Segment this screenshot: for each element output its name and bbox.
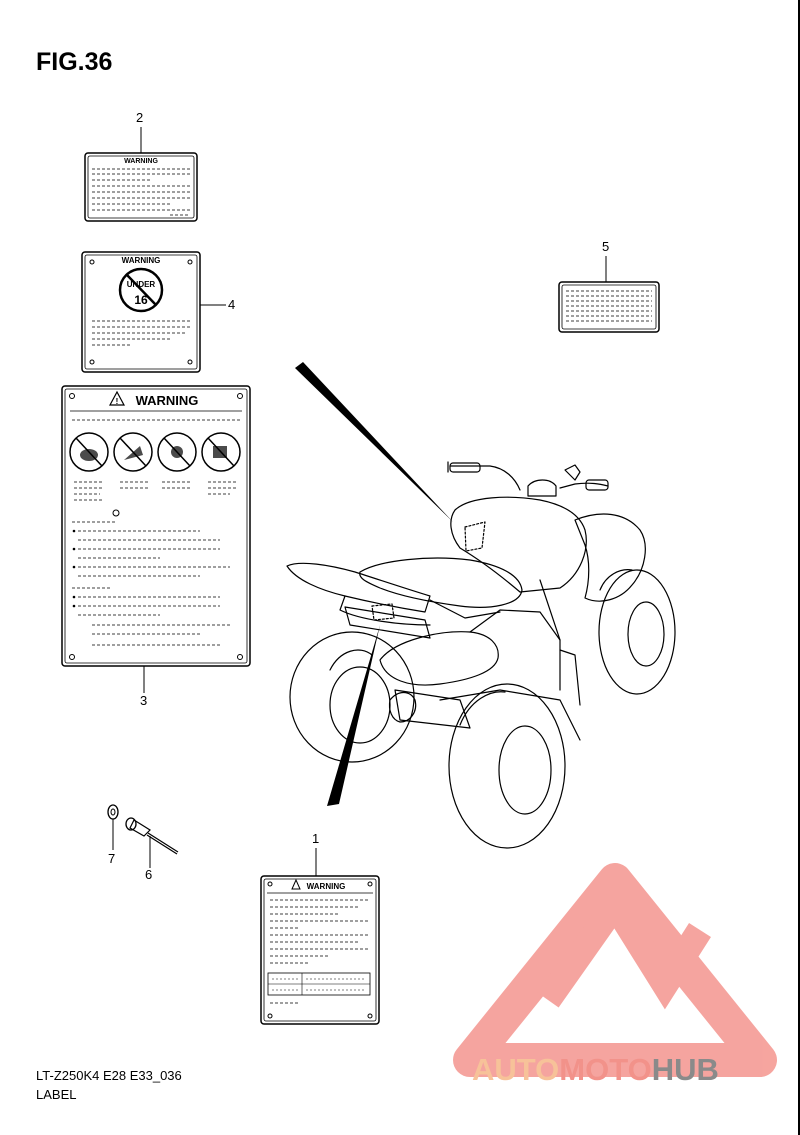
watermark-part-auto: AUTO: [472, 1052, 560, 1087]
no-drugs-alcohol-icon: [157, 432, 197, 472]
label-1[interactable]: WARNING: [260, 875, 380, 1025]
rivet-part[interactable]: [125, 817, 179, 855]
page-border-right: [798, 0, 800, 1135]
atv-illustration: [286, 461, 676, 849]
under-16-icon: [118, 267, 164, 313]
label-4[interactable]: WARNING UNDER 16: [81, 251, 201, 373]
callout-6: 6: [145, 867, 153, 882]
no-paved-road-icon: [113, 432, 153, 472]
callout-4: 4: [228, 297, 236, 312]
callout-1: 1: [312, 831, 320, 846]
warning-title: WARNING: [136, 393, 199, 408]
washer-part[interactable]: [107, 804, 119, 820]
warning-title: WARNING: [124, 158, 158, 165]
pointer-lower: [327, 625, 380, 806]
warning-triangle-icon: [108, 390, 126, 406]
svg-text:!: !: [116, 397, 119, 406]
label-2[interactable]: WARNING: [84, 152, 198, 222]
watermark-part-moto: MOTO: [559, 1052, 652, 1087]
label-3[interactable]: ! WARNING: [61, 385, 251, 667]
watermark-logo: [453, 863, 777, 1077]
figure-title: FIG.36: [36, 48, 113, 76]
no-passenger-icon: [69, 432, 109, 472]
callout-7: 7: [108, 851, 116, 866]
pointer-upper: [295, 362, 453, 522]
no-helmet-icon: [201, 432, 241, 472]
callout-2: 2: [136, 110, 144, 125]
warning-title: WARNING: [122, 256, 161, 265]
warning-title: WARNING: [307, 882, 346, 891]
watermark-part-hub: HUB: [651, 1052, 719, 1087]
callout-5: 5: [602, 239, 610, 254]
footer-model-code: LT-Z250K4 E28 E33_036: [36, 1068, 182, 1083]
callout-3: 3: [140, 693, 148, 708]
label-5[interactable]: [558, 281, 660, 333]
watermark-text: AUTOMOTOHUB: [472, 1052, 719, 1088]
footer-section: LABEL: [36, 1087, 77, 1102]
under16-number: 16: [134, 293, 148, 307]
under16-label: UNDER: [127, 280, 156, 289]
